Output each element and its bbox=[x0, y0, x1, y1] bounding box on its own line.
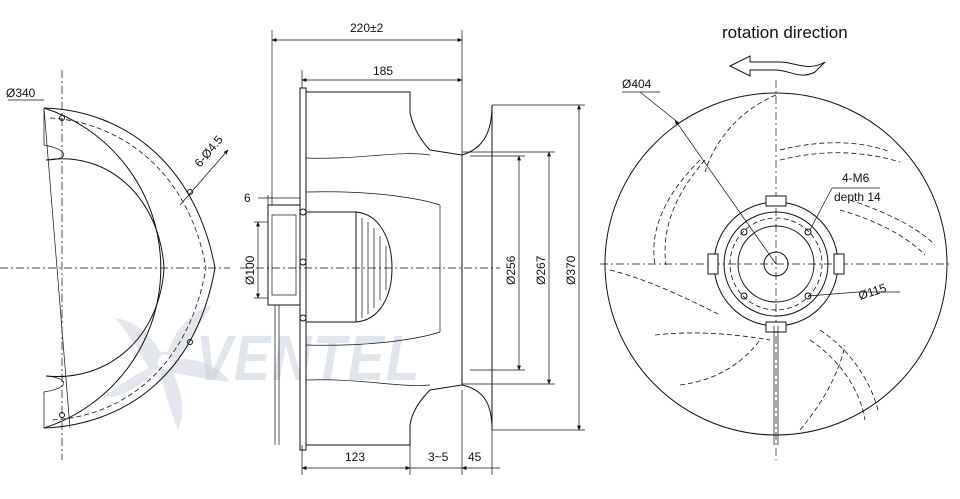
hub-inner bbox=[737, 225, 815, 303]
dim-bolt-circle: Ø115 bbox=[857, 281, 889, 303]
dim-m6-leader bbox=[809, 187, 833, 231]
dim-overall-length: 220±2 bbox=[350, 21, 384, 35]
dim-length-123: 123 bbox=[345, 450, 365, 464]
dim-length-45: 45 bbox=[468, 450, 482, 464]
dim-holes-leader bbox=[179, 149, 229, 206]
dim-length-185: 185 bbox=[373, 64, 393, 78]
motor-bolt-3 bbox=[299, 258, 307, 266]
fan-logo-icon bbox=[102, 305, 230, 430]
mount-hole-3 bbox=[187, 339, 193, 345]
impeller-outer-circle bbox=[604, 92, 948, 436]
dim-404-leader-b bbox=[674, 119, 777, 265]
left-view: Ø340 6-Ø4.5 bbox=[0, 70, 230, 460]
motor-body bbox=[305, 211, 357, 323]
watermark-text: VENTEL bbox=[196, 322, 421, 394]
motor-flange bbox=[267, 204, 301, 306]
dim-flange-dia: Ø340 bbox=[6, 86, 36, 100]
flange-bottom-edge bbox=[43, 375, 65, 428]
dim-404-leader-a bbox=[639, 91, 676, 121]
dim-impeller-dia: Ø404 bbox=[622, 77, 652, 91]
mount-hole-1 bbox=[59, 115, 65, 121]
bolt-circle-dashed bbox=[729, 217, 823, 311]
dim-inlet-267: Ø267 bbox=[534, 255, 548, 285]
rotation-arrow-icon bbox=[728, 55, 826, 77]
dim-holes: 6-Ø4.5 bbox=[192, 133, 227, 170]
dim-inlet-256: Ø256 bbox=[504, 255, 518, 285]
impeller-body bbox=[306, 91, 463, 446]
dim-hub-dia: Ø100 bbox=[243, 255, 257, 285]
power-cable bbox=[274, 305, 280, 445]
front-cable bbox=[773, 326, 779, 445]
front-view: rotation direction bbox=[600, 23, 950, 460]
flange-outer-arc bbox=[43, 107, 162, 429]
dim-115-leader bbox=[807, 291, 859, 297]
impeller-shroud-bottom bbox=[305, 331, 441, 346]
flange-diagonal bbox=[43, 107, 71, 429]
motor-bolt-2 bbox=[299, 314, 307, 322]
dim-thread-depth: depth 14 bbox=[834, 190, 881, 204]
rotation-label: rotation direction bbox=[722, 23, 848, 42]
dim-flange-thickness: 6 bbox=[244, 191, 251, 205]
mount-hole-2 bbox=[187, 189, 193, 195]
flange-outline bbox=[43, 107, 216, 429]
impeller-blade-bottom bbox=[305, 379, 431, 386]
motor-flange-inner bbox=[271, 214, 297, 296]
m6-holes bbox=[740, 228, 812, 300]
shaft-center bbox=[763, 251, 789, 277]
hole-circle-dashed bbox=[49, 117, 207, 421]
impeller-blade-top bbox=[305, 153, 431, 159]
back-plate bbox=[299, 87, 307, 451]
mount-hole-4 bbox=[59, 412, 65, 418]
dim-gap: 3~5 bbox=[428, 450, 449, 464]
inlet-ring bbox=[461, 104, 493, 431]
inner-cutout-arc bbox=[45, 158, 165, 378]
dim-inlet-370: Ø370 bbox=[564, 255, 578, 285]
side-view: 220±2 185 Ø256 Ø267 Ø370 bbox=[240, 21, 585, 475]
impeller-shroud-top bbox=[305, 191, 441, 206]
impeller-blades bbox=[609, 94, 936, 431]
motor-bolt-1 bbox=[299, 208, 307, 216]
watermark-logo: VENTEL bbox=[102, 305, 421, 430]
dim-thread: 4-M6 bbox=[842, 171, 870, 185]
hub-tabs bbox=[707, 195, 845, 333]
hub-ring bbox=[723, 211, 829, 317]
flange-top-edge bbox=[43, 108, 65, 161]
